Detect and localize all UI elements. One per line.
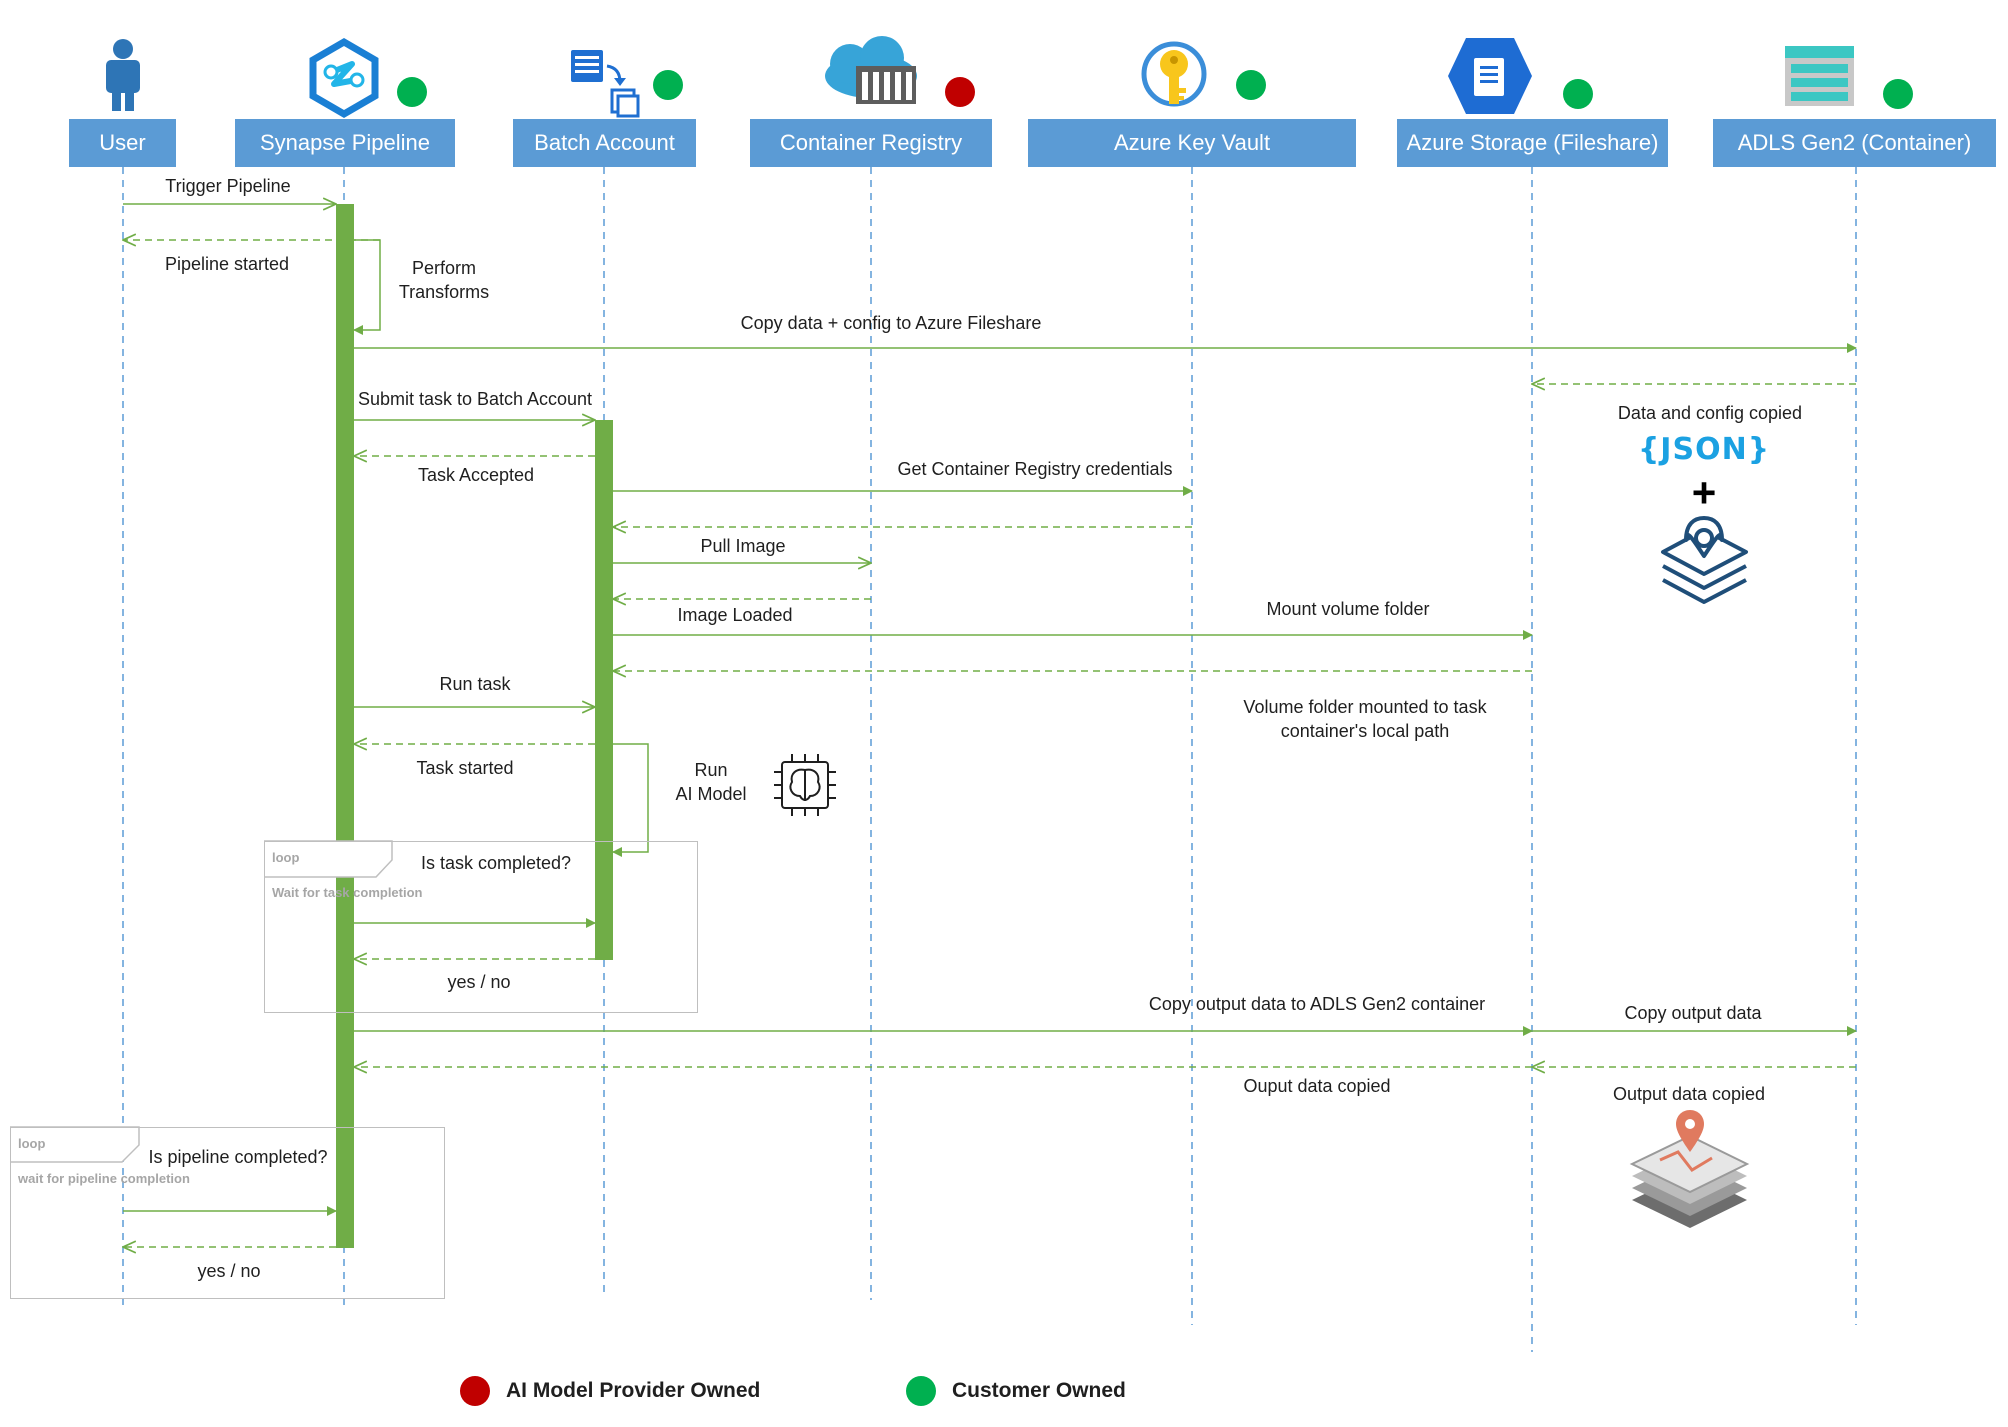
- owner-dot-synapse: [397, 77, 427, 107]
- owner-dot-adls: [1883, 79, 1913, 109]
- label-perform-transforms: Perform Transforms: [398, 258, 490, 302]
- request-messages: [123, 204, 1857, 1216]
- storage-fileshare-icon: [1448, 38, 1532, 114]
- label-run-ai-model: Run AI Model: [675, 760, 747, 804]
- synapse-icon: [309, 37, 379, 119]
- loop-tag-task: loop: [272, 850, 300, 865]
- label-get-credentials: Get Container Registry credentials: [897, 459, 1173, 479]
- ai-model-brain-icon: [774, 754, 836, 816]
- label-image-loaded: Image Loaded: [677, 605, 793, 625]
- participant-azure-storage-fileshare: Azure Storage (Fileshare): [1397, 119, 1668, 167]
- label-is-pipeline-completed: Is pipeline completed?: [148, 1147, 328, 1167]
- participant-user-label: User: [99, 130, 146, 155]
- legend-provider-dot: [460, 1376, 490, 1406]
- key-vault-icon: [1141, 41, 1207, 107]
- label-is-task-completed: Is task completed?: [420, 853, 572, 873]
- batch-account-icon: [571, 50, 640, 118]
- participant-container-registry: Container Registry: [750, 119, 992, 167]
- label-mount-volume: Mount volume folder: [1266, 599, 1430, 619]
- label-submit-task: Submit task to Batch Account: [357, 389, 593, 409]
- owner-dot-registry: [945, 77, 975, 107]
- legend-provider-owned: AI Model Provider Owned: [460, 1374, 760, 1408]
- plus-icon: +: [1692, 469, 1717, 516]
- label-yes-no-pipeline: yes / no: [197, 1261, 261, 1281]
- label-copy-output: Copy output data: [1624, 1003, 1762, 1023]
- participant-registry-label: Container Registry: [779, 130, 963, 155]
- label-output-data-copied: Output data copied: [1612, 1084, 1766, 1104]
- participant-azure-key-vault: Azure Key Vault: [1028, 119, 1356, 167]
- label-task-started: Task started: [416, 758, 514, 778]
- legend-customer-label: Customer Owned: [952, 1379, 1126, 1402]
- activation-synapse: [336, 204, 354, 1248]
- loop-condition-task: Wait for task completion: [272, 885, 423, 900]
- owner-dot-batch: [653, 70, 683, 100]
- participant-user: User: [69, 119, 176, 167]
- legend-customer-dot: [906, 1376, 936, 1406]
- label-copy-output-adls: Copy output data to ADLS Gen2 container: [1148, 994, 1486, 1014]
- participant-keyvault-label: Azure Key Vault: [1113, 130, 1271, 155]
- participant-batch-label: Batch Account: [534, 130, 675, 155]
- legend-customer-owned: Customer Owned: [906, 1374, 1126, 1408]
- json-badge: {JSON}: [1637, 432, 1771, 467]
- label-copy-to-fileshare: Copy data + config to Azure Fileshare: [740, 313, 1042, 333]
- user-icon: [106, 39, 140, 111]
- loop-tag-pipeline: loop: [18, 1136, 46, 1151]
- label-yes-no-task: yes / no: [447, 972, 511, 992]
- return-messages: [123, 240, 1856, 1247]
- container-registry-icon: [825, 36, 917, 104]
- map-layers-icon: [1661, 516, 1748, 604]
- owner-dot-keyvault: [1236, 70, 1266, 100]
- adls-gen2-icon: [1785, 46, 1854, 106]
- participant-synapse-label: Synapse Pipeline: [259, 130, 430, 155]
- participant-synapse-pipeline: Synapse Pipeline: [235, 119, 455, 167]
- label-ouput-data-copied: Ouput data copied: [1243, 1076, 1391, 1096]
- loop-condition-pipeline: wait for pipeline completion: [18, 1171, 190, 1186]
- participant-batch-account: Batch Account: [513, 119, 696, 167]
- participant-adls-gen2-container: ADLS Gen2 (Container): [1713, 119, 1996, 167]
- loop-frame-pipeline: [10, 1127, 445, 1299]
- output-map-layers-icon: [1629, 1110, 1750, 1228]
- participant-adls-label: ADLS Gen2 (Container): [1737, 130, 1972, 155]
- self-message-perform-transforms: [353, 239, 381, 335]
- label-run-task: Run task: [439, 674, 511, 694]
- label-task-accepted: Task Accepted: [417, 465, 535, 485]
- activation-batch: [595, 420, 613, 960]
- owner-dot-storage: [1563, 79, 1593, 109]
- label-pull-image: Pull Image: [700, 536, 786, 556]
- participant-storage-label: Azure Storage (Fileshare): [1406, 130, 1659, 155]
- label-trigger-pipeline: Trigger Pipeline: [165, 176, 291, 196]
- loop-frame-task: [264, 841, 698, 1013]
- label-pipeline-started: Pipeline started: [164, 254, 290, 274]
- legend-provider-label: AI Model Provider Owned: [506, 1379, 761, 1402]
- self-message-run-ai-model: [612, 743, 649, 857]
- label-volume-mounted: Volume folder mounted to task container'…: [1243, 697, 1487, 741]
- label-data-config-copied: Data and config copied: [1617, 403, 1803, 423]
